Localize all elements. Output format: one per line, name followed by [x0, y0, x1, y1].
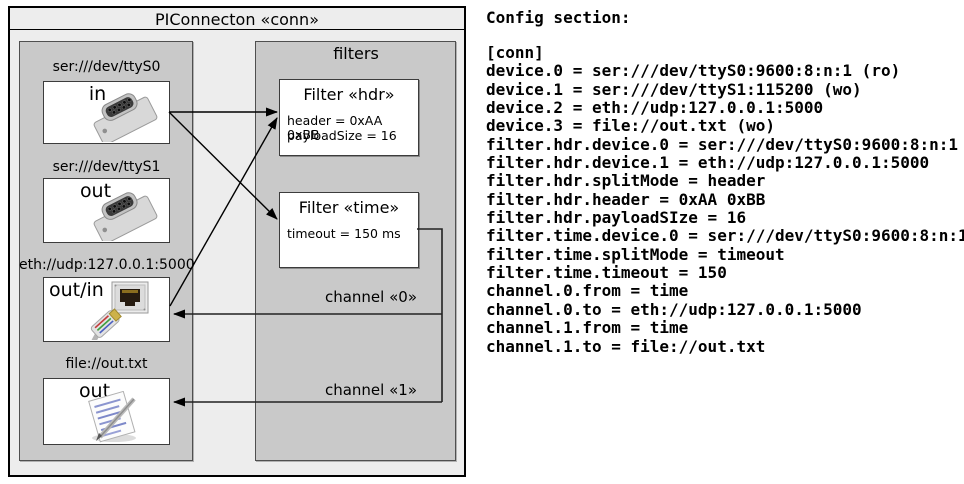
filters-group-label: filters: [333, 44, 379, 63]
port-label-in: in: [88, 83, 107, 105]
device-box-eth: out/in: [43, 277, 170, 342]
config-heading: Config section:: [486, 8, 631, 27]
config-line: filter.time.device.0 = ser:///dev/ttyS0:…: [486, 226, 964, 246]
device-label-ser1: ser:///dev/ttyS1: [52, 159, 161, 175]
config-line: device.1 = ser:///dev/ttyS1:115200 (wo): [486, 79, 862, 99]
config-line: filter.hdr.splitMode = header: [486, 171, 766, 191]
port-label-file-out: out: [78, 380, 111, 402]
channel-1-label: channel «1»: [324, 381, 417, 399]
config-line: channel.1.to = file://out.txt: [486, 336, 766, 356]
config-line: filter.time.timeout = 150: [486, 263, 727, 283]
ethernet-jack-and-plug-icon: [89, 281, 149, 340]
config-line: filter.hdr.device.1 = eth://udp:127.0.0.…: [486, 153, 930, 173]
config-line: device.2 = eth://udp:127.0.0.1:5000: [486, 98, 824, 118]
device-label-ser0: ser:///dev/ttyS0: [52, 59, 161, 75]
filter-time-box: Filter «time» timeout = 150 ms: [279, 192, 419, 268]
config-line: device.0 = ser:///dev/ttyS0:9600:8:n:1 (…: [486, 61, 901, 81]
device-box-ser1: out: [43, 178, 170, 243]
config-line: channel.1.from = time: [486, 318, 689, 338]
device-label-file: file://out.txt: [65, 356, 148, 372]
config-line: filter.hdr.payloadSIze = 16: [486, 208, 747, 228]
filter-hdr-box: Filter «hdr» header = 0xAA 0xBB payloadS…: [279, 79, 419, 156]
diagram-title: PIConnecton «conn»: [155, 10, 319, 29]
config-line: device.3 = file://out.txt (wo): [486, 116, 775, 136]
filter-hdr-prop-header: header = 0xAA 0xBB: [287, 113, 383, 142]
serial-connector-icon: [93, 93, 158, 142]
device-box-ser0: in: [43, 81, 170, 144]
filter-hdr-prop-payloadsize: payloadSize = 16: [287, 128, 397, 143]
config-line: [conn]: [486, 43, 544, 62]
filter-hdr-title: Filter «hdr»: [303, 85, 395, 104]
device-label-eth: eth://udp:127.0.0.1:5000: [19, 257, 195, 273]
filter-time-title: Filter «time»: [298, 198, 400, 217]
channel-0-label: channel «0»: [324, 288, 417, 306]
port-label-out: out: [79, 180, 112, 202]
filter-time-prop-timeout: timeout = 150 ms: [287, 226, 401, 241]
config-line: channel.0.to = eth://udp:127.0.0.1:5000: [486, 299, 862, 319]
config-line: filter.hdr.device.0 = ser:///dev/ttyS0:9…: [486, 134, 959, 154]
config-line: filter.hdr.header = 0xAA 0xBB: [486, 189, 766, 209]
notepad-with-pen-icon: [88, 391, 136, 443]
config-lines: [conn] device.0 = ser:///dev/ttyS0:9600:…: [486, 43, 964, 356]
config-line: filter.time.splitMode = timeout: [486, 244, 785, 264]
port-label-outin: out/in: [49, 279, 104, 301]
title-separator: [9, 29, 465, 30]
config-line: channel.0.from = time: [486, 281, 689, 301]
device-box-file: out: [43, 378, 170, 445]
serial-connector-icon: [93, 192, 158, 241]
